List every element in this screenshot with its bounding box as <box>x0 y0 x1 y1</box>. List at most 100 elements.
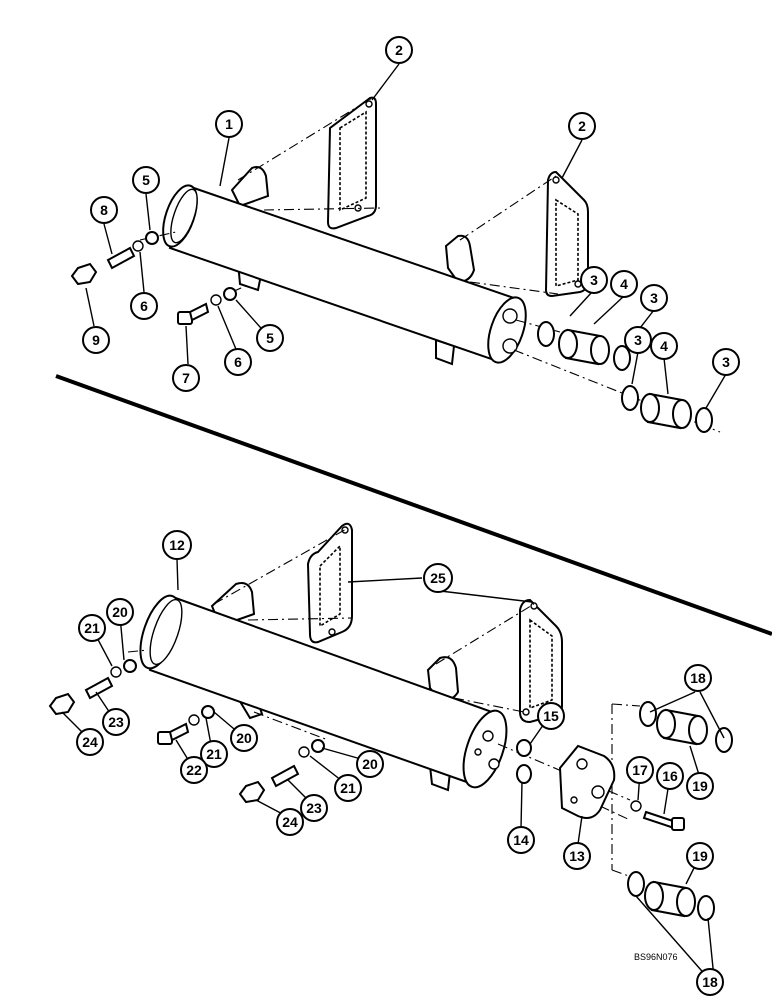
cooler-body-12 <box>139 594 508 789</box>
svg-text:21: 21 <box>340 780 356 796</box>
fitting-4-upper <box>537 321 631 371</box>
callout-21: 21 <box>334 774 362 802</box>
seal-14 <box>516 764 532 784</box>
upper-mount-flange-left <box>230 166 270 208</box>
callout-20: 20 <box>106 598 134 626</box>
callout-15: 15 <box>537 702 565 730</box>
svg-text:2: 2 <box>578 118 586 134</box>
svg-text:12: 12 <box>169 537 185 553</box>
fitting-4-lower <box>621 385 713 433</box>
upper-assembly <box>70 63 727 433</box>
gasket-2-left <box>326 96 377 230</box>
callout-19: 19 <box>686 842 714 870</box>
seal-15 <box>516 739 532 757</box>
washer-5-lower <box>223 287 237 301</box>
svg-text:20: 20 <box>362 756 378 772</box>
svg-text:25: 25 <box>430 570 446 586</box>
stud-23-left <box>84 676 114 700</box>
callout-16: 16 <box>656 762 684 790</box>
svg-text:18: 18 <box>690 670 706 686</box>
callout-6: 6 <box>224 348 252 376</box>
callout-21: 21 <box>78 614 106 642</box>
callout-22: 22 <box>180 756 208 784</box>
lower-callouts: 12 13 14 15 16 17 18 18 19 19 20 20 20 2… <box>76 530 724 996</box>
svg-text:4: 4 <box>620 276 628 292</box>
svg-text:3: 3 <box>722 354 730 370</box>
svg-text:14: 14 <box>513 832 529 848</box>
callout-23: 23 <box>300 794 328 822</box>
callout-18: 18 <box>684 664 712 692</box>
callout-5: 5 <box>256 324 284 352</box>
callout-6: 6 <box>130 292 158 320</box>
lower-assembly <box>48 522 733 979</box>
svg-text:6: 6 <box>140 298 148 314</box>
washer-20-left <box>123 659 137 673</box>
svg-text:3: 3 <box>650 290 658 306</box>
svg-text:5: 5 <box>142 172 150 188</box>
washer-17 <box>630 800 642 812</box>
svg-text:13: 13 <box>569 848 585 864</box>
adapter-block-13 <box>558 744 616 819</box>
callout-23: 23 <box>102 708 130 736</box>
svg-text:24: 24 <box>282 814 298 830</box>
svg-text:23: 23 <box>306 800 322 816</box>
callout-3: 3 <box>624 326 652 354</box>
callout-24: 24 <box>76 728 104 756</box>
svg-text:8: 8 <box>100 202 108 218</box>
nut-9 <box>70 262 98 286</box>
svg-text:21: 21 <box>84 620 100 636</box>
washer-21-right <box>298 746 310 758</box>
nut-24-left <box>48 692 76 716</box>
callout-9: 9 <box>82 326 110 354</box>
washer-6-lower <box>210 294 222 306</box>
upper-callouts: 1 2 2 3 3 3 3 4 4 5 5 6 6 7 8 9 <box>82 36 740 392</box>
callout-2: 2 <box>385 36 413 64</box>
callout-20: 20 <box>356 750 384 778</box>
svg-text:1: 1 <box>225 116 233 132</box>
callout-8: 8 <box>90 196 118 224</box>
callout-7: 7 <box>172 364 200 392</box>
bolt-22 <box>157 722 190 745</box>
callout-2: 2 <box>568 112 596 140</box>
callout-17: 17 <box>626 756 654 784</box>
callout-19: 19 <box>686 772 714 800</box>
callout-3: 3 <box>580 266 608 294</box>
svg-text:6: 6 <box>234 354 242 370</box>
stud-8 <box>106 246 136 270</box>
svg-text:7: 7 <box>182 370 190 386</box>
svg-text:21: 21 <box>206 746 222 762</box>
svg-text:20: 20 <box>112 604 128 620</box>
svg-text:18: 18 <box>702 974 718 990</box>
callout-1: 1 <box>215 110 243 138</box>
nut-24-right <box>238 780 266 804</box>
callout-4: 4 <box>610 270 638 298</box>
callout-12: 12 <box>162 530 192 560</box>
callout-14: 14 <box>507 826 535 854</box>
callout-21: 21 <box>200 740 228 768</box>
reference-code: BS96N076 <box>634 952 678 962</box>
svg-text:24: 24 <box>82 734 98 750</box>
svg-text:19: 19 <box>692 778 708 794</box>
svg-text:9: 9 <box>92 332 100 348</box>
svg-text:17: 17 <box>632 762 648 778</box>
stud-23-right <box>270 764 300 788</box>
svg-text:2: 2 <box>395 42 403 58</box>
svg-text:5: 5 <box>266 330 274 346</box>
bolt-16 <box>642 810 685 831</box>
fitting-19-upper <box>639 701 733 753</box>
callout-24: 24 <box>276 808 304 836</box>
washer-6-upper <box>132 240 144 252</box>
callout-13: 13 <box>563 842 591 870</box>
callout-18: 18 <box>696 968 724 996</box>
svg-text:16: 16 <box>662 768 678 784</box>
callout-20: 20 <box>230 724 258 752</box>
callout-4: 4 <box>650 332 678 360</box>
callout-5: 5 <box>132 166 160 194</box>
section-divider <box>55 374 772 636</box>
fitting-19-lower <box>627 871 715 921</box>
svg-text:23: 23 <box>108 714 124 730</box>
washer-21-left <box>110 666 122 678</box>
washer-20-mid <box>201 705 215 719</box>
svg-text:19: 19 <box>692 848 708 864</box>
